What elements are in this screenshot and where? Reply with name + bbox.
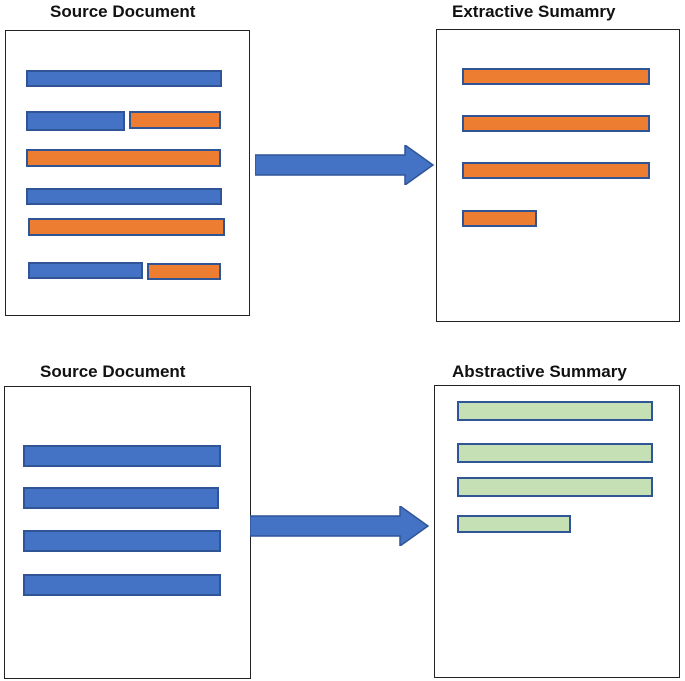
summary-sentence-bar: [462, 68, 650, 85]
top-extractive-summary: [436, 29, 680, 322]
top-summary-title: Extractive Sumamry: [452, 2, 616, 21]
summary-sentence-bar: [462, 210, 537, 227]
source-sentence-bar: [28, 262, 143, 279]
source-sentence-bar: [26, 188, 222, 205]
source-sentence-bar: [23, 530, 221, 552]
summary-sentence-bar: [457, 443, 653, 463]
extracted-sentence-bar: [28, 218, 225, 236]
summary-sentence-bar: [462, 162, 650, 179]
summary-sentence-bar: [462, 115, 650, 132]
source-sentence-bar: [26, 111, 125, 131]
bottom-source-document: [4, 386, 251, 679]
top-arrow-icon: [255, 145, 435, 185]
extracted-sentence-bar: [147, 263, 221, 280]
bottom-source-title: Source Document: [40, 362, 186, 381]
source-sentence-bar: [23, 445, 221, 467]
extracted-sentence-bar: [129, 111, 221, 129]
source-sentence-bar: [23, 487, 219, 509]
summary-sentence-bar: [457, 401, 653, 421]
bottom-abstractive-summary: [434, 385, 680, 678]
bottom-summary-title: Abstractive Summary: [452, 362, 627, 381]
source-sentence-bar: [26, 70, 222, 87]
bottom-arrow-icon: [250, 506, 430, 546]
summary-sentence-bar: [457, 515, 571, 533]
top-source-title: Source Document: [50, 2, 196, 21]
top-source-document: [5, 30, 250, 316]
extracted-sentence-bar: [26, 149, 221, 167]
summary-sentence-bar: [457, 477, 653, 497]
source-sentence-bar: [23, 574, 221, 596]
